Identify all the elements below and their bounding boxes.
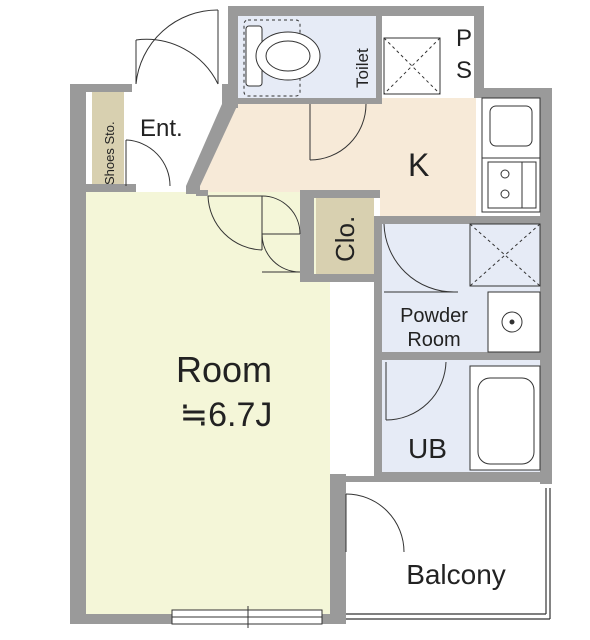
room-label: Room	[176, 349, 272, 390]
balcony-railing	[346, 488, 551, 620]
ps-label-p: P	[456, 25, 472, 52]
room-size-label: ≒6.7J	[180, 396, 273, 434]
door-swing-icon	[125, 9, 458, 553]
washer-pan-icon	[469, 223, 541, 287]
kitchen-floor	[196, 98, 476, 216]
kitchen-label: K	[408, 147, 429, 183]
bathtub-icon	[469, 365, 541, 471]
sink-icon	[481, 97, 541, 159]
shoes-storage-label: Shoes Sto.	[102, 121, 117, 185]
pipe-shaft-icon	[383, 37, 441, 95]
basin-icon	[487, 291, 541, 353]
closet-label: Clo.	[330, 216, 360, 262]
closet-floor	[316, 198, 374, 274]
entrance-diagonal-wall	[186, 104, 238, 186]
entrance-label: Ent.	[140, 115, 183, 142]
ps-label-s: S	[456, 57, 472, 84]
powder-room-label-2: Room	[407, 329, 460, 351]
stove-icon	[481, 157, 541, 213]
balcony-label: Balcony	[406, 559, 506, 590]
shoes-storage-floor	[92, 92, 124, 188]
powder-room-label-1: Powder	[400, 305, 468, 327]
room-window	[171, 606, 323, 628]
unit-bath-label: UB	[408, 433, 447, 464]
toilet-icon	[243, 19, 321, 97]
room-floor	[86, 192, 330, 620]
toilet-label: Toilet	[353, 48, 372, 88]
